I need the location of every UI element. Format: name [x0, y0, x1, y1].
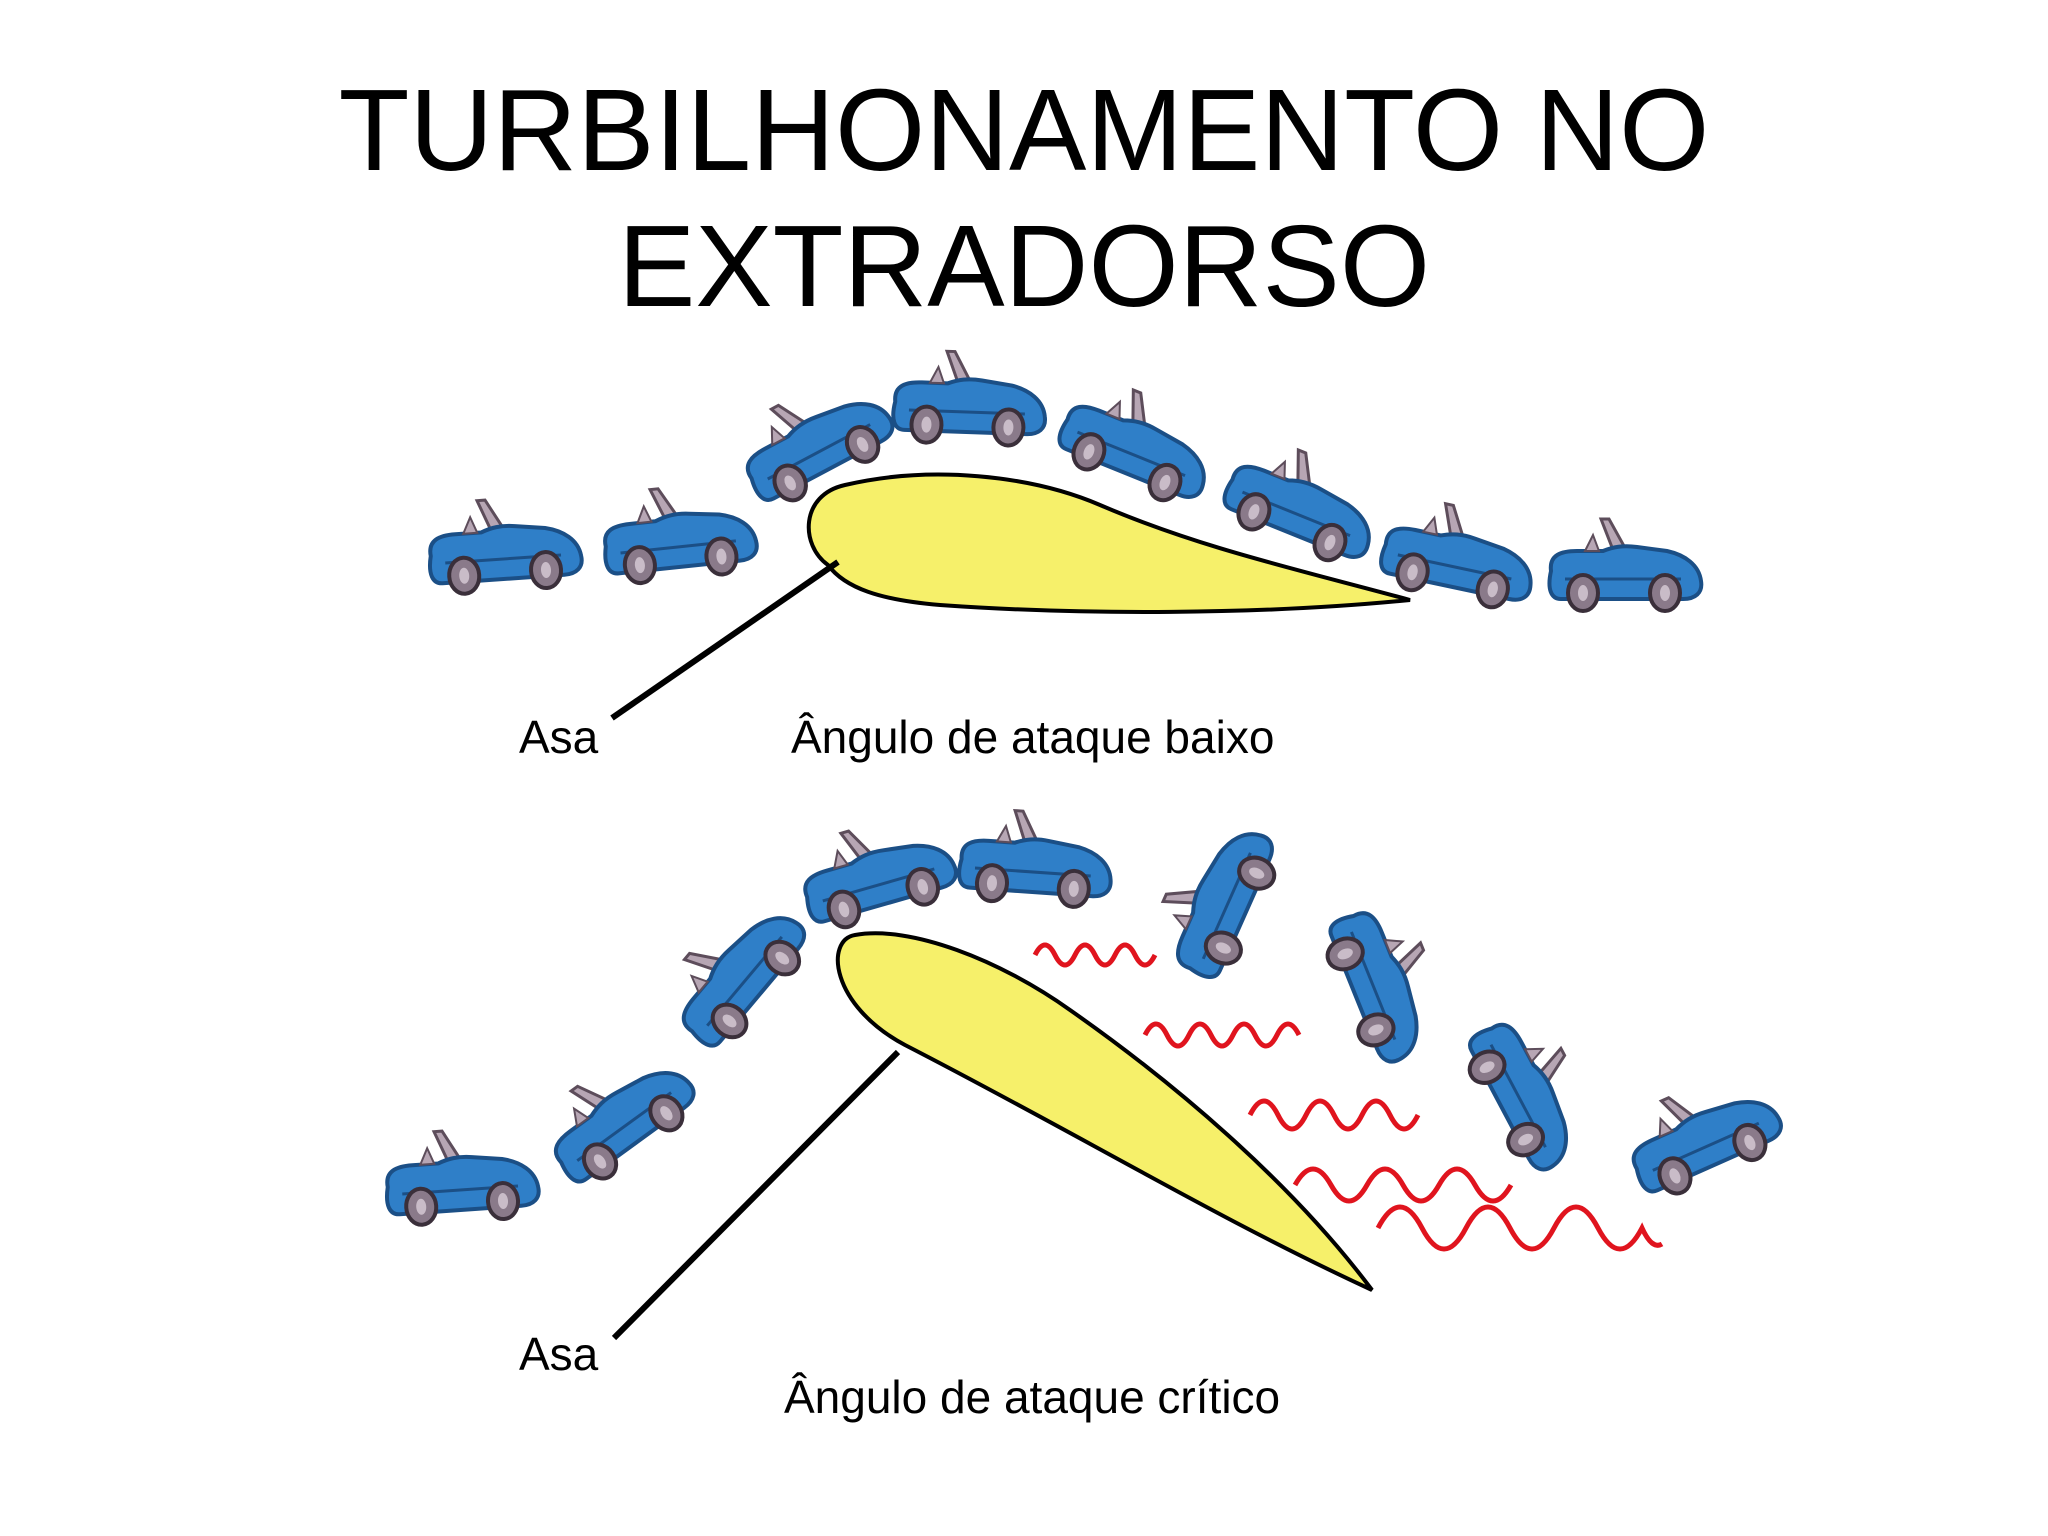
car-icon [955, 805, 1118, 912]
wavy-line-icon [1032, 942, 1158, 968]
car-icon [1612, 1058, 1793, 1208]
panel-low-angle: Asa Ângulo de ataque baixo [423, 349, 1704, 763]
caption-critical: Ângulo de ataque crítico [784, 1371, 1280, 1423]
title-line-1: TURBILHONAMENTO NO [338, 65, 1710, 195]
slide-title: TURBILHONAMENTO NO EXTRADORSO [0, 62, 2048, 334]
car-icon [380, 1122, 543, 1230]
car-icon [1214, 428, 1394, 575]
car-icon [649, 880, 822, 1061]
wing-pointer-line-low [610, 559, 840, 721]
wing-label-critical: Asa [519, 1328, 599, 1380]
title-line-2: EXTRADORSO [617, 201, 1431, 331]
car-icon [596, 477, 762, 589]
car-icon [1547, 517, 1704, 613]
car-icon [1455, 1003, 1608, 1180]
wavy-line-icon [1375, 1204, 1664, 1252]
car-icon [1313, 893, 1461, 1073]
wing-pointer-line-critical [611, 1049, 901, 1341]
car-icon [892, 349, 1047, 446]
turbulence-waves [1032, 942, 1664, 1252]
car-icon [1140, 807, 1290, 989]
panel-critical-angle: Asa Ângulo de ataque crítico [380, 803, 1793, 1423]
wavy-line-icon [1142, 1021, 1302, 1049]
car-icon [529, 1032, 706, 1196]
car-icon [423, 491, 586, 599]
car-icon [789, 803, 965, 938]
wavy-line-icon [1292, 1166, 1514, 1204]
wing-airfoil-low [806, 472, 1411, 614]
car-icon [1049, 368, 1229, 515]
caption-low: Ângulo de ataque baixo [791, 711, 1274, 763]
wavy-line-icon [1247, 1098, 1421, 1132]
wing-label-low: Asa [519, 711, 599, 763]
wing-airfoil-critical [835, 931, 1374, 1292]
